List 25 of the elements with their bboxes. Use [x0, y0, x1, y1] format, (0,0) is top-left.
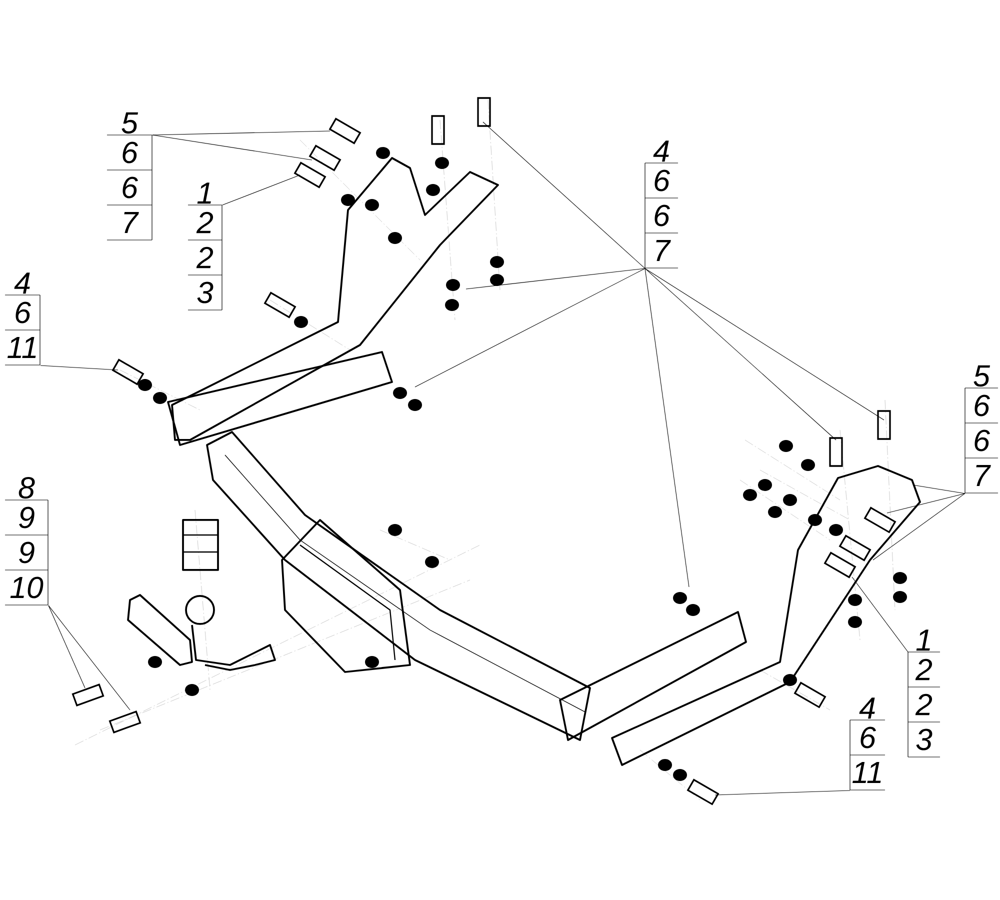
leader-line [222, 174, 300, 206]
leader-line [644, 268, 690, 588]
leader-line [152, 134, 312, 160]
callout-stack: 4 6 6 7 [644, 140, 678, 268]
leader-line [644, 268, 884, 420]
callout-stack: 1 2 2 3 [908, 630, 940, 758]
leader-line [872, 493, 966, 560]
leader-line [714, 790, 850, 796]
callout-stack: 4 6 11 [4, 272, 40, 366]
leader-line [886, 493, 966, 514]
leader-line [152, 130, 330, 136]
callout-stack: 5 6 6 7 [964, 365, 998, 494]
leader-line [466, 268, 646, 290]
leader-line [48, 605, 86, 688]
callout-stack: 5 6 6 7 [106, 112, 152, 240]
callout-stack: 8 9 9 10 [4, 477, 48, 606]
leader-line [40, 365, 118, 370]
leader-line [414, 268, 646, 388]
leader-line [482, 122, 646, 269]
leader-line [644, 268, 836, 440]
callout-stack: 1 2 2 3 [188, 182, 222, 310]
callout-stack: 4 6 11 [850, 698, 886, 790]
leader-line [852, 576, 908, 652]
leader-line [48, 605, 130, 710]
leader-line [912, 484, 966, 494]
